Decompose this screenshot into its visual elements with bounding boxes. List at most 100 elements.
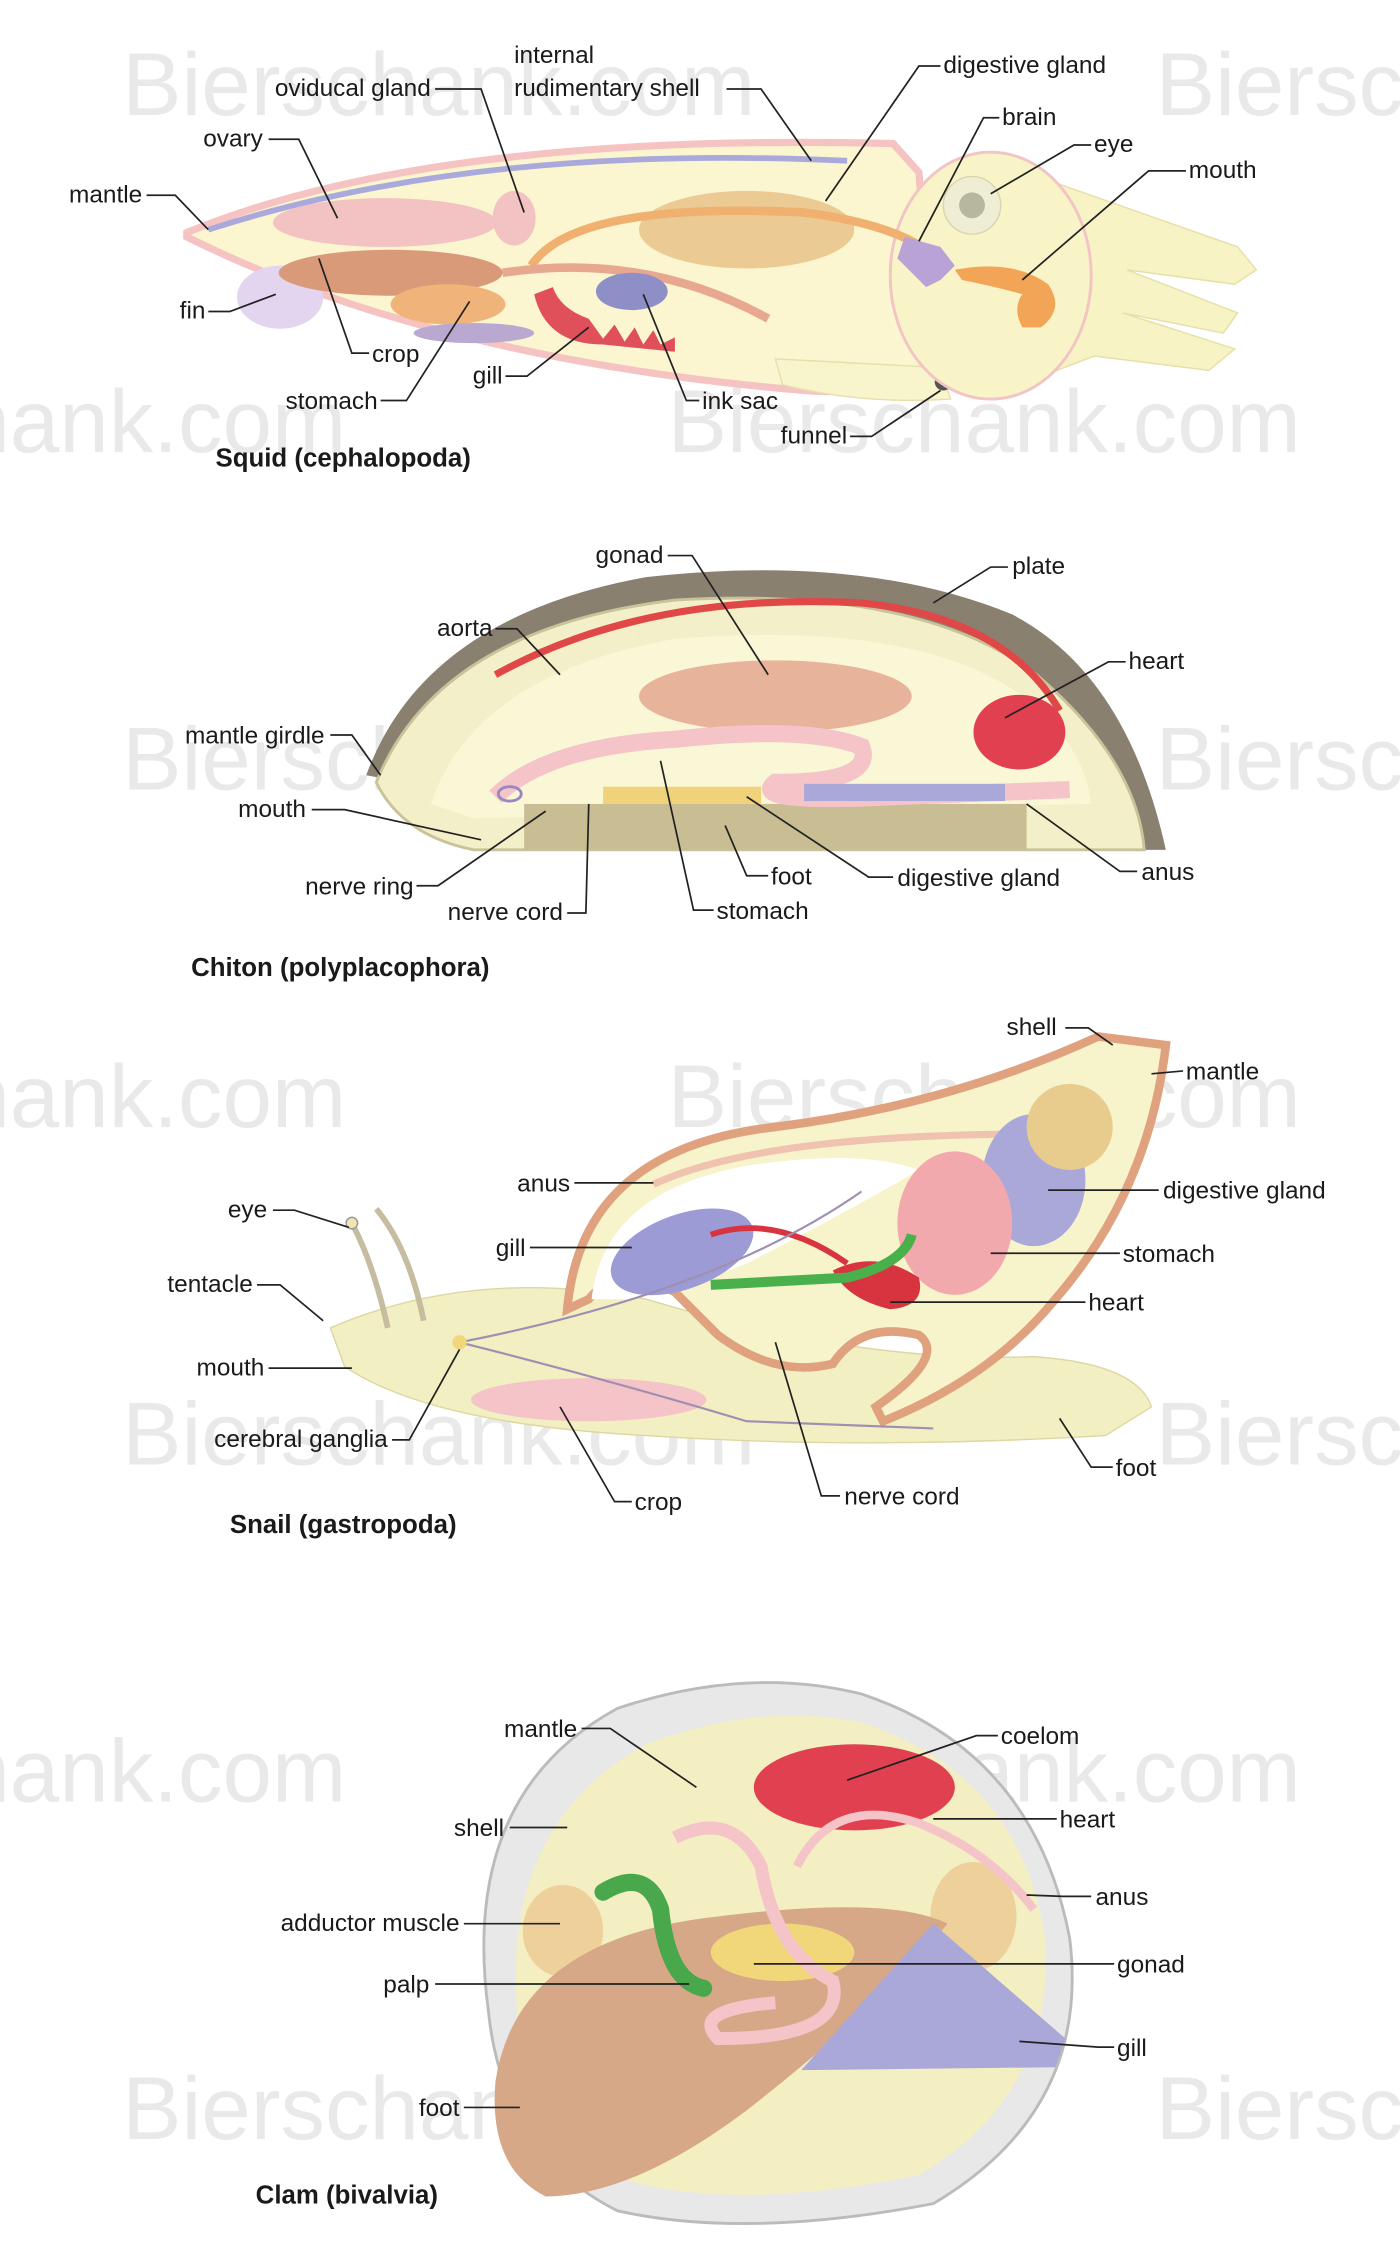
leader-line [146, 194, 209, 231]
leader-line [581, 1727, 697, 1789]
squid-digestive-gland [638, 190, 855, 269]
label-mantle-girdle: mantle girdle [185, 723, 325, 750]
leader-line [1058, 1417, 1113, 1469]
snail-diagram: shell mantle anus digestive gland eye gi… [167, 1014, 1325, 1539]
chiton-digestive-gland [603, 786, 762, 804]
label-mouth: mouth [238, 796, 306, 823]
label-ovary: ovary [203, 125, 263, 152]
label-mouth: mouth [1189, 157, 1257, 184]
label-crop: crop [372, 341, 419, 368]
label-tentacle: tentacle [167, 1271, 252, 1298]
label-heart: heart [1129, 648, 1185, 675]
label-heart: heart [1088, 1290, 1144, 1317]
squid-eye-pupil [959, 192, 985, 219]
leader-line [824, 65, 941, 202]
chiton-blue-organ [804, 783, 1006, 802]
chiton-heart [973, 694, 1066, 770]
snail-green-organ [710, 1233, 917, 1290]
leader-line [1004, 660, 1126, 719]
label-stomach: stomach [1123, 1241, 1215, 1268]
label-mantle: mantle [1186, 1059, 1259, 1086]
leader-line [850, 389, 941, 438]
watermark: Bierschank.com [1156, 709, 1400, 809]
snail-eye [345, 1216, 359, 1230]
watermark: Bierschank.com [0, 371, 346, 471]
clam-gut [671, 1821, 841, 2045]
leader-line [667, 554, 769, 676]
watermark: Bierschank.com [1156, 1383, 1400, 1483]
chiton-foot [524, 803, 1027, 850]
leader-line [774, 1342, 840, 1497]
label-coelom: coelom [1001, 1723, 1080, 1750]
label-palp: palp [383, 1972, 429, 1999]
leader-line [311, 808, 482, 841]
label-mantle: mantle [504, 1716, 577, 1743]
label-funnel: funnel [781, 423, 847, 450]
label-gill: gill [473, 362, 503, 389]
chiton-diagram: gonad plate aorta heart mantle girdle mo… [185, 542, 1194, 982]
squid-ovary [272, 198, 497, 247]
watermark: Bierschank.com [1156, 2058, 1400, 2158]
squid-internal-shell [207, 155, 848, 233]
leader-line [932, 566, 1008, 604]
snail-stomach [897, 1151, 1013, 1295]
label-digestive-gland: digestive gland [1163, 1178, 1326, 1205]
snail-intestine [651, 1130, 1034, 1188]
label-stomach: stomach [717, 898, 809, 925]
label-foot: foot [419, 2095, 460, 2122]
leader-line [495, 627, 561, 676]
clam-diagram: mantle coelom shell heart anus adductor … [256, 1681, 1185, 2225]
label-eye: eye [1094, 131, 1133, 158]
clam-coelom [753, 1744, 955, 1831]
squid-purple-organ [413, 323, 535, 344]
snail-tentacle-2 [374, 1206, 427, 1322]
snail-crop [471, 1378, 707, 1422]
leader-line [330, 734, 382, 776]
leader-line [659, 760, 714, 912]
label-cerebral-ganglia: cerebral ganglia [214, 1426, 388, 1453]
clam-palp [594, 1873, 713, 1997]
leader-line [392, 1349, 461, 1441]
leader-line [257, 1283, 324, 1322]
leader-line [505, 326, 590, 377]
label-nerve-ring: nerve ring [305, 873, 413, 900]
watermark: Bierschank.com [1156, 34, 1400, 134]
label-anus: anus [1096, 1884, 1149, 1911]
clam-gill [801, 1923, 1066, 2071]
label-digestive-gland: digestive gland [943, 52, 1106, 79]
snail-gonad-ball [1026, 1083, 1113, 1171]
squid-mouth-organ [954, 266, 1056, 328]
leader-line [990, 144, 1092, 195]
watermark: Bierschank.com [0, 1046, 346, 1146]
label-oviducal-gland: oviducal gland [275, 75, 431, 102]
label-fin: fin [180, 298, 206, 325]
snail-nerve-cord [459, 1190, 934, 1430]
label-foot: foot [771, 863, 812, 890]
label-mouth: mouth [197, 1354, 265, 1381]
label-shell: shell [454, 1815, 504, 1842]
label-nerve-cord: nerve cord [844, 1483, 959, 1510]
watermark: Bierschank.com [0, 1721, 346, 1821]
squid-esophagus [527, 206, 925, 269]
label-mantle: mantle [69, 181, 142, 208]
leader-line [380, 301, 471, 402]
chiton-nerve-ring [496, 785, 523, 803]
label-digestive-gland: digestive gland [897, 865, 1060, 892]
leader-line [1026, 803, 1138, 873]
label-crop: crop [635, 1489, 682, 1516]
leader-line [318, 258, 370, 355]
label-shell: shell [1006, 1014, 1056, 1041]
label-stomach: stomach [286, 388, 378, 415]
label-plate: plate [1012, 553, 1065, 580]
label-aorta: aorta [437, 615, 493, 642]
label-gill: gill [1117, 2035, 1147, 2062]
chiton-gut [489, 725, 1071, 808]
label-eye: eye [228, 1196, 267, 1223]
label-anus: anus [1141, 859, 1194, 886]
label-brain: brain [1002, 104, 1056, 131]
leader-line [724, 825, 769, 877]
leader-line [642, 293, 700, 402]
clam-title: Clam (bivalvia) [256, 2182, 438, 2210]
leader-line [208, 293, 277, 313]
